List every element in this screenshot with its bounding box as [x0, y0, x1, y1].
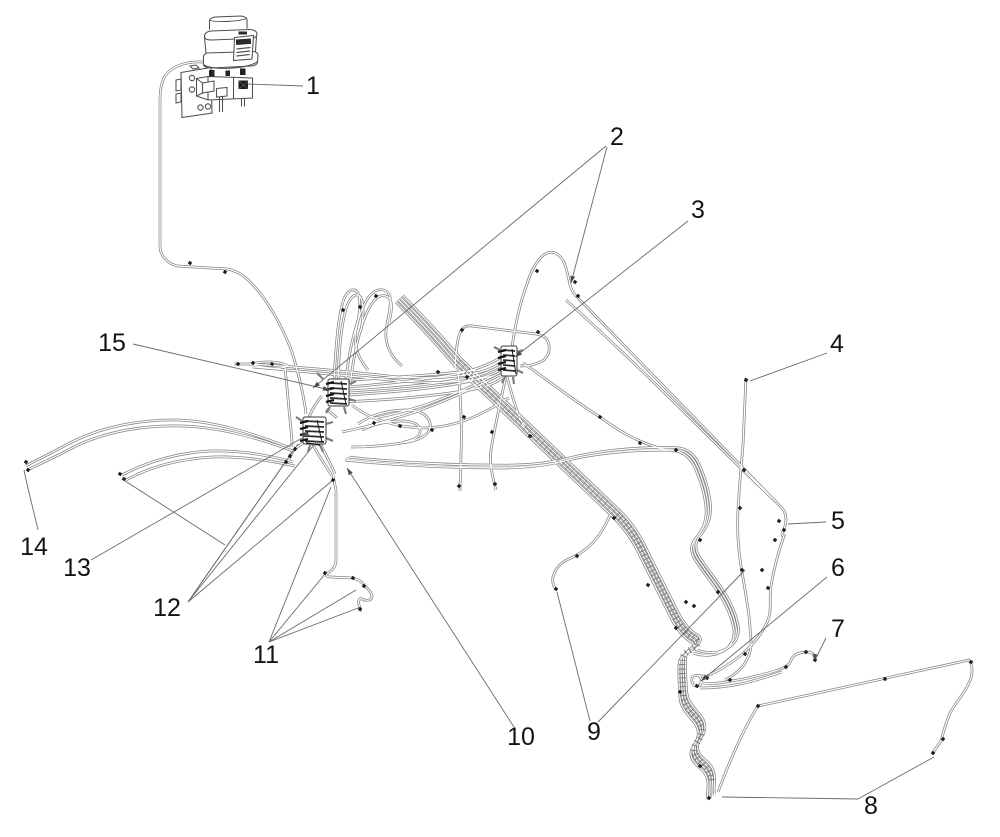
svg-text:4: 4: [830, 330, 844, 358]
svg-text:9: 9: [587, 718, 601, 746]
svg-text:2: 2: [610, 123, 624, 151]
svg-text:15: 15: [98, 329, 126, 357]
svg-text:7: 7: [831, 615, 845, 643]
svg-text:14: 14: [20, 533, 48, 561]
svg-text:3: 3: [691, 196, 705, 224]
svg-text:1: 1: [306, 72, 320, 100]
svg-text:5: 5: [831, 507, 845, 535]
svg-text:10: 10: [507, 723, 535, 751]
svg-text:12: 12: [153, 594, 181, 622]
svg-text:6: 6: [831, 554, 845, 582]
svg-text:13: 13: [63, 554, 91, 582]
svg-text:11: 11: [253, 641, 279, 669]
svg-text:8: 8: [864, 792, 878, 820]
